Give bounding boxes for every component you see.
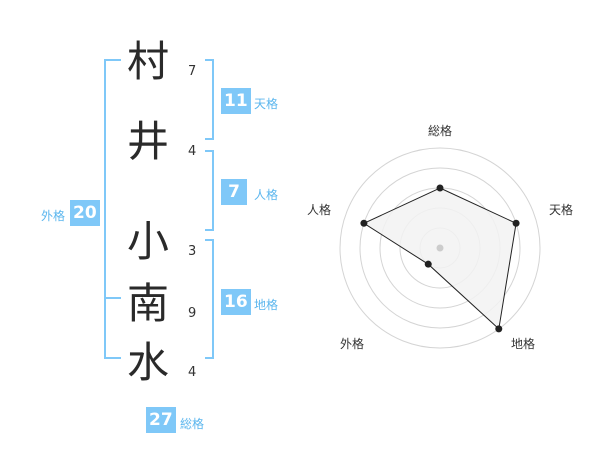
radar-label-chikaku: 地格: [511, 337, 536, 351]
name-char-3: 小: [126, 217, 169, 266]
radar-center-dot: [436, 244, 444, 252]
soukaku-label: 総格: [180, 417, 205, 431]
name-char-1: 村: [126, 37, 169, 86]
radar-polygon: [362, 187, 517, 330]
stroke-count-3: 3: [188, 244, 197, 259]
radar-point-1: [436, 184, 444, 192]
stroke-count-5: 4: [188, 365, 197, 380]
stroke-count-1: 7: [188, 64, 197, 79]
radar-label-jinkaku: 人格: [307, 203, 332, 217]
radar-point-2: [512, 219, 520, 227]
stroke-count-2: 4: [188, 144, 197, 159]
radar-label-gaikaku: 外格: [340, 337, 365, 351]
radar-ring-5: [339, 147, 541, 349]
name-char-4: 南: [126, 279, 169, 328]
tenkaku-value-badge: 11: [221, 88, 251, 114]
chikaku-value-badge: 16: [221, 289, 251, 315]
chikaku-label: 地格: [254, 298, 279, 312]
radar-point-3: [495, 325, 503, 333]
name-char-2: 井: [126, 117, 169, 166]
radar-point-4: [424, 260, 432, 268]
jinkaku-value-badge: 7: [221, 179, 247, 205]
radar-label-tenkaku: 天格: [549, 203, 574, 217]
gaikaku-value-badge: 20: [70, 200, 100, 226]
stroke-count-4: 9: [188, 306, 197, 321]
name-char-5: 水: [126, 338, 169, 387]
soukaku-value-badge: 27: [146, 407, 176, 433]
radar-label-soukaku: 総格: [428, 124, 453, 138]
tenkaku-label: 天格: [254, 97, 279, 111]
jinkaku-label: 人格: [254, 188, 279, 202]
radar-point-5: [360, 219, 368, 227]
gaikaku-label: 外格: [41, 209, 66, 223]
radar-ring-4: [359, 167, 521, 329]
